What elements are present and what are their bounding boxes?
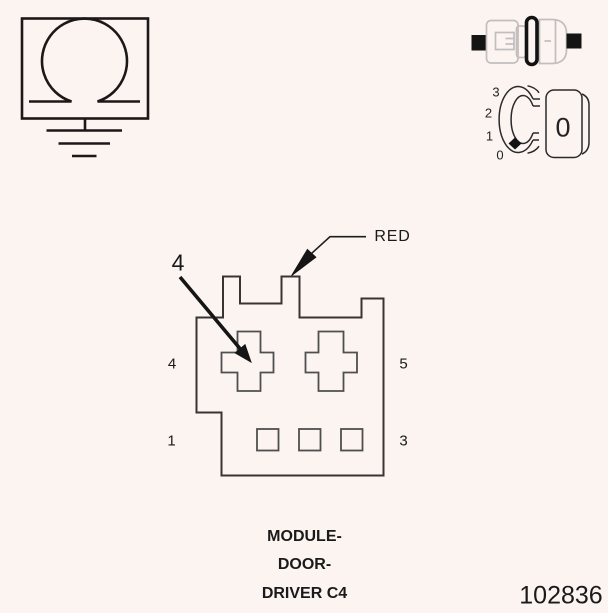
right-housing-outline: [538, 18, 568, 65]
lamp-omega-symbol: [29, 17, 140, 103]
caption-line-3: DRIVER C4: [261, 584, 348, 602]
inline-connector-seal-icon: [471, 15, 582, 67]
wire-leader-line: [311, 235, 366, 254]
connector-caption: MODULE- DOOR- DRIVER C4: [229, 523, 380, 608]
dial-notch: [533, 98, 540, 141]
connector-face: [195, 275, 385, 477]
right-wire-stub: [566, 33, 582, 49]
caption-line-2: DOOR-: [277, 556, 332, 574]
cavity-pin-4-cross: [220, 330, 275, 392]
dial-key-tag: [545, 89, 583, 159]
pin-4-arrowhead: [234, 343, 252, 364]
wire-color-label: RED: [374, 228, 411, 245]
left-wire-stub: [471, 35, 487, 51]
cavity-pin-5-cross: [304, 330, 358, 392]
dial-scale-2: 2: [484, 105, 493, 121]
ground-symbol: [46, 129, 122, 158]
dial-key-tag-depth: [581, 93, 590, 155]
lamp-box: [20, 17, 150, 120]
right-housing-detail: [544, 19, 557, 64]
dial-scale-3: 3: [492, 84, 500, 99]
dial-scale-0: 0: [496, 147, 504, 163]
cavity-square-2: [298, 428, 322, 452]
cavity-square-1: [256, 428, 280, 452]
figure-number: 102836: [519, 581, 603, 610]
pin-label-5: 5: [399, 355, 408, 372]
pin-label-4: 4: [167, 355, 177, 372]
pin-label-1: 1: [167, 432, 176, 450]
callout-pin-number: 4: [171, 249, 185, 276]
pin-4-arrow-shaft: [178, 275, 244, 353]
wire-leader-arrowhead: [291, 248, 317, 276]
cavity-square-3: [340, 428, 364, 452]
seal-ring: [524, 15, 539, 67]
dial-position-marker-diamond: [508, 137, 522, 150]
pin-label-3: 3: [399, 432, 408, 450]
wire-color-leader-arrow: [291, 235, 366, 276]
left-housing-plug-detail: [494, 31, 515, 51]
connector-outline: [195, 275, 385, 477]
lamp-to-ground-icon: [20, 17, 150, 158]
dial-face-value: 0: [555, 112, 571, 142]
dial-depth-edges: [527, 85, 540, 154]
caption-line-1: MODULE-: [267, 528, 342, 545]
pin-4-callout-arrow: [178, 275, 252, 364]
dial-scale-1: 1: [485, 128, 494, 143]
left-housing-outline: [485, 19, 519, 64]
dial-inner-ring: [510, 94, 534, 145]
rotation-dial-icon: [498, 85, 590, 159]
dial-outer-ring: [498, 85, 534, 154]
